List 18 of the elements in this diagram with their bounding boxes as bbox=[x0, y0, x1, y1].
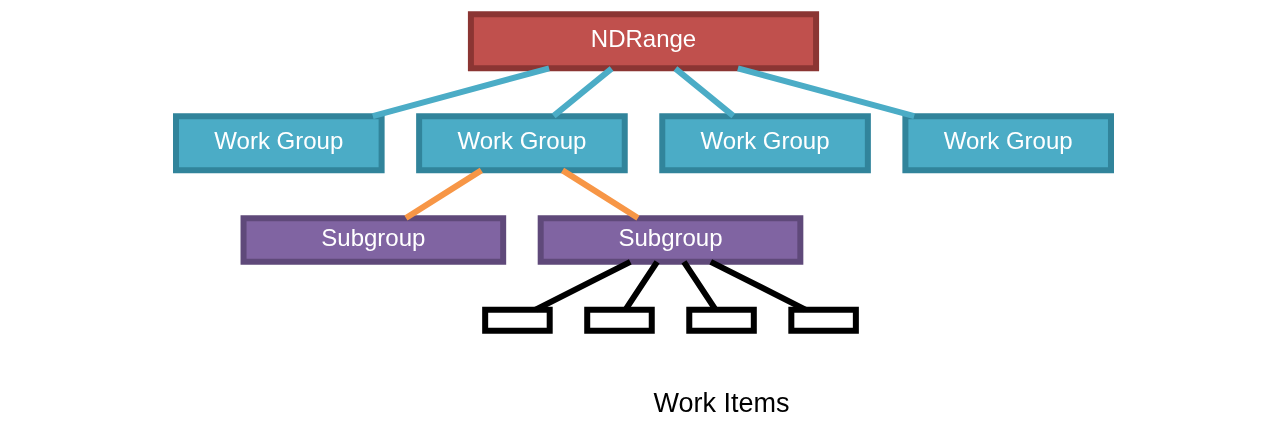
connector bbox=[560, 167, 640, 221]
connector bbox=[673, 66, 735, 119]
connector bbox=[371, 65, 550, 120]
node-box: Subgroup bbox=[240, 215, 506, 265]
node-box bbox=[685, 306, 757, 334]
node-box bbox=[583, 306, 655, 334]
connector bbox=[736, 65, 915, 120]
connector bbox=[551, 66, 613, 119]
node-box: NDRange bbox=[467, 11, 819, 72]
node-box: Subgroup bbox=[537, 215, 803, 265]
node-box bbox=[481, 306, 553, 334]
node-box bbox=[787, 306, 859, 334]
node-box: Work Group bbox=[658, 113, 871, 174]
node-box: Work Group bbox=[415, 113, 628, 174]
connector bbox=[403, 167, 483, 221]
node-box: Work Group bbox=[901, 113, 1114, 174]
node-box: Work Group bbox=[172, 113, 385, 174]
label: Work Items bbox=[653, 388, 790, 419]
